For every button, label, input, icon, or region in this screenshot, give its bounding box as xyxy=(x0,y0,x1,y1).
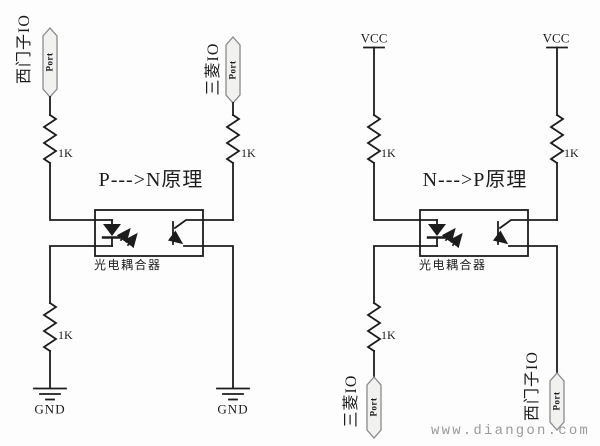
wire xyxy=(183,245,234,389)
optocoupler-label: 光电耦合器 xyxy=(419,258,487,272)
circuit-title: N--->P原理 xyxy=(422,169,528,191)
vcc-label: VCC xyxy=(542,30,570,46)
optocoupler-box xyxy=(94,209,204,257)
led-icon xyxy=(426,219,448,247)
ground-icon xyxy=(33,387,67,401)
wire xyxy=(508,245,558,374)
resistor-zigzag xyxy=(366,113,382,165)
optocoupler-label: 光电耦合器 xyxy=(94,258,162,272)
led-icon xyxy=(101,219,123,247)
resistor-zigzag xyxy=(225,113,241,165)
gnd-label: GND xyxy=(217,401,249,417)
vcc-label: VCC xyxy=(360,30,388,46)
optocoupler-box xyxy=(419,209,529,257)
port-text: Port xyxy=(551,391,562,411)
siemens-io-label-bottom: 西门子IO xyxy=(524,351,541,421)
wire xyxy=(49,245,113,304)
port-text: Port xyxy=(368,397,379,417)
resistor-value: 1K xyxy=(381,328,396,342)
mitsubishi-io-label-bottom: 三菱IO xyxy=(343,374,360,428)
port-text: Port xyxy=(227,60,238,80)
resistor-zigzag xyxy=(549,113,565,165)
light-arrows-icon xyxy=(441,227,463,249)
resistor-value: 1K xyxy=(58,146,73,160)
resistor-value: 1K xyxy=(241,146,256,160)
resistor-zigzag xyxy=(42,301,58,353)
wire xyxy=(373,162,438,221)
resistor-zigzag xyxy=(42,113,58,165)
wire xyxy=(49,162,113,221)
circuit-title: P--->N原理 xyxy=(98,169,204,191)
port-text: Port xyxy=(44,52,55,72)
siemens-io-label-top: 西门子IO xyxy=(16,14,33,84)
port-symbol-siemens-bottom xyxy=(549,372,565,431)
photo-transistor-icon xyxy=(492,219,558,245)
resistor-value: 1K xyxy=(381,146,396,160)
watermark: www.diangon.com xyxy=(431,423,591,439)
photo-transistor-icon xyxy=(167,219,234,245)
resistor-value: 1K xyxy=(58,328,73,342)
resistor-value: 1K xyxy=(564,146,579,160)
port-symbol-mitsubishi-bottom xyxy=(366,376,382,439)
gnd-label: GND xyxy=(34,401,66,417)
mitsubishi-io-label-top: 三菱IO xyxy=(205,42,222,96)
light-arrows-icon xyxy=(116,227,138,249)
wire xyxy=(373,245,438,304)
resistor-zigzag xyxy=(366,301,382,353)
ground-icon xyxy=(216,387,250,401)
